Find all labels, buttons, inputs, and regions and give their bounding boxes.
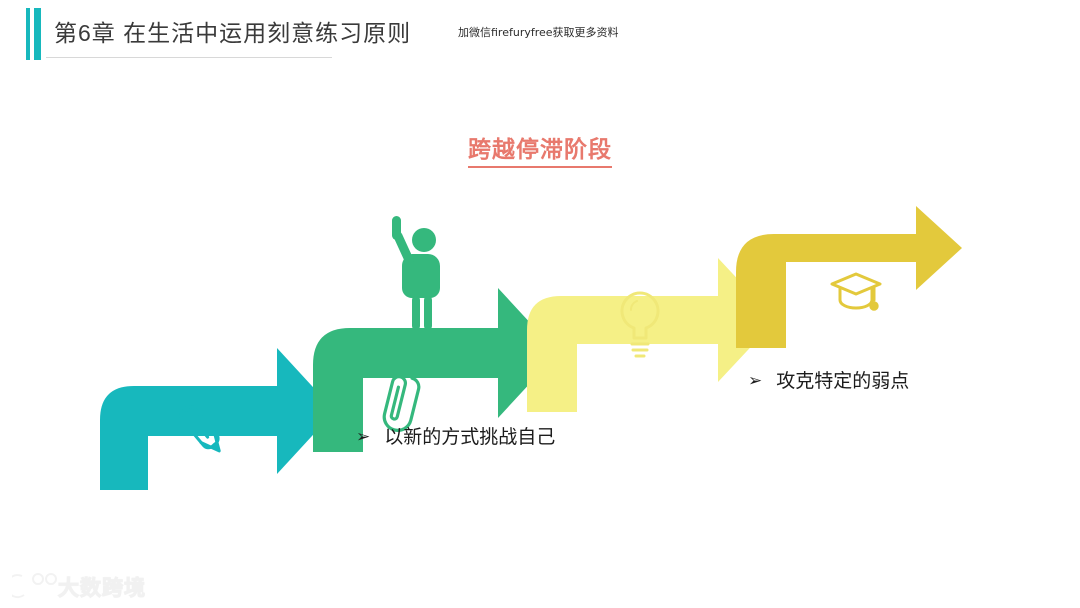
step-2-caption-text: 以新的方式挑战自己 — [384, 427, 556, 448]
section-title: 跨越停滞阶段 — [468, 130, 612, 168]
person-raising-hand-icon — [392, 216, 440, 330]
step-4-caption: ➢ 攻克特定的弱点 — [748, 366, 909, 393]
pencil-icon — [178, 405, 221, 453]
lightbulb-icon — [620, 291, 660, 358]
bullet-icon: ➢ — [356, 427, 371, 447]
header-accent-bar-thick — [34, 8, 41, 60]
header-accent-bar-thin — [26, 8, 30, 60]
brand-logo-icon — [12, 573, 57, 598]
process-arrow-step-1 — [100, 348, 335, 490]
process-arrow-step-2 — [313, 288, 558, 452]
header-divider — [46, 57, 332, 58]
process-arrow-step-3 — [527, 258, 776, 412]
brand-logo-text: 大数跨境 — [58, 577, 146, 601]
step-4-caption-text: 攻克特定的弱点 — [776, 371, 910, 392]
process-arrow-step-4 — [736, 206, 962, 348]
graduation-cap-icon — [830, 272, 882, 311]
paperclip-icon — [382, 375, 421, 432]
step-2-caption: ➢ 以新的方式挑战自己 — [356, 422, 555, 449]
page-title: 第6章 在生活中运用刻意练习原则 — [54, 20, 412, 46]
bullet-icon: ➢ — [748, 371, 763, 391]
header-watermark-note: 加微信firefuryfree获取更多资料 — [458, 26, 619, 39]
